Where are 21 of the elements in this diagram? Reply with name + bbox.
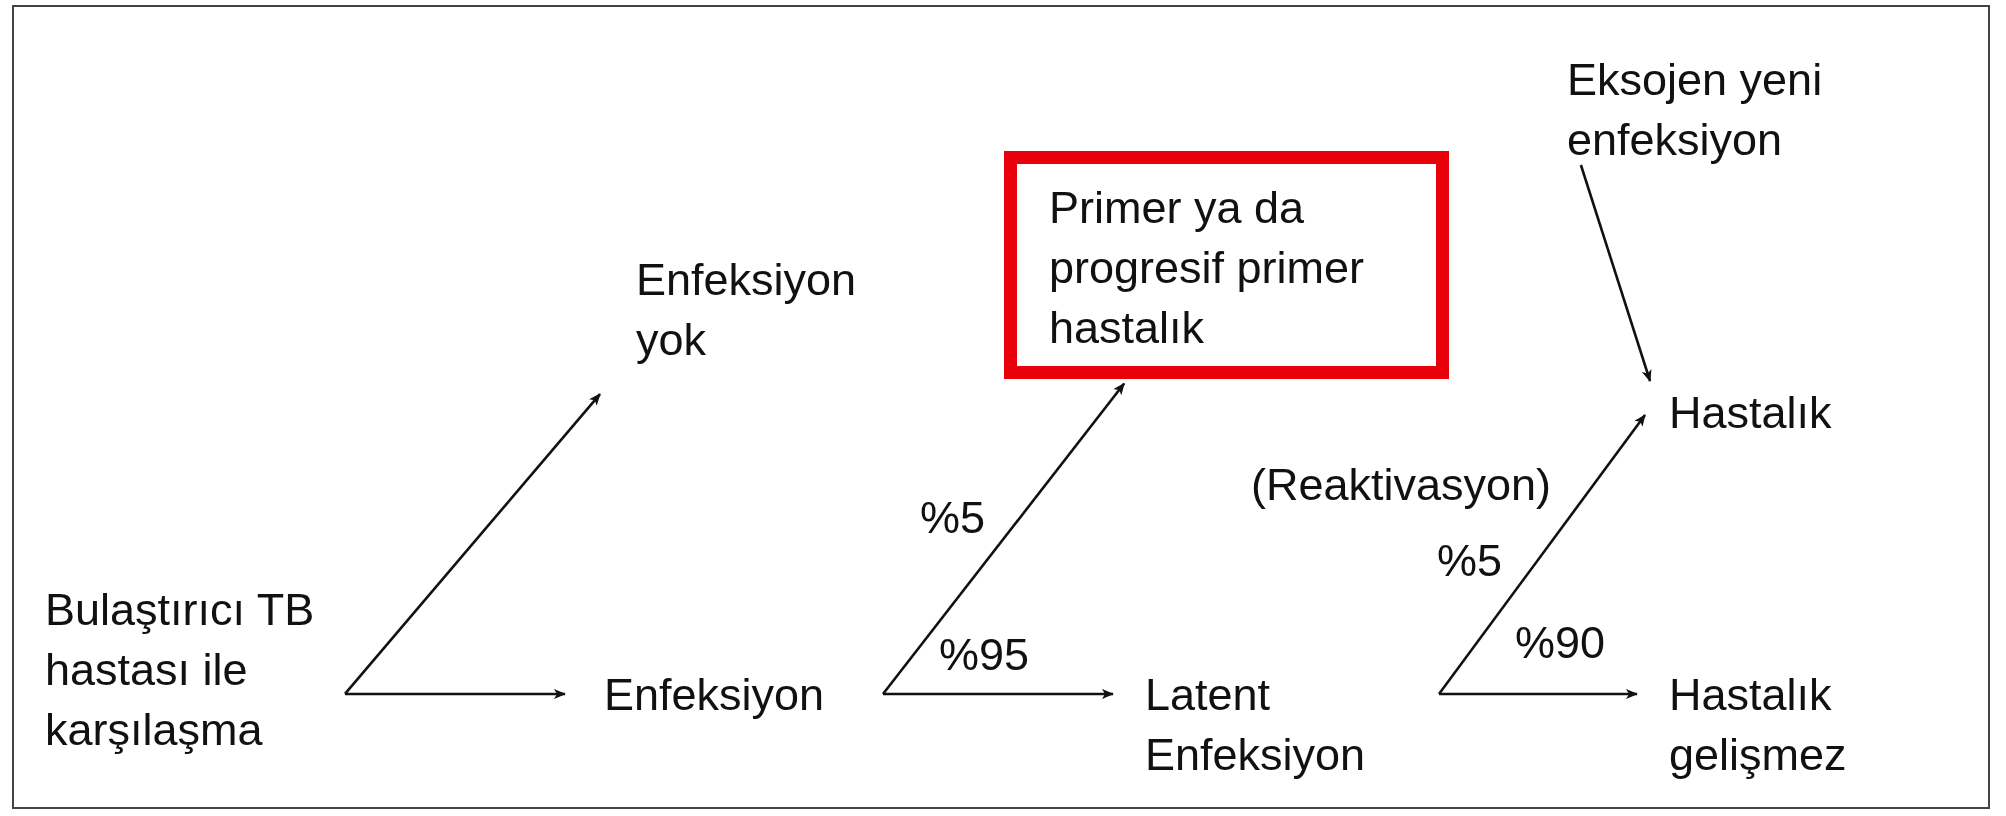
arrow xyxy=(344,393,601,695)
node-label: Hastalık gelişmez xyxy=(1669,668,1848,782)
arrow xyxy=(1439,688,1638,699)
arrow xyxy=(883,688,1114,699)
note-label: (Reaktivasyon) xyxy=(1250,460,1553,510)
edge-label: %95 xyxy=(938,630,1031,680)
node-label: Enfeksiyon yok xyxy=(636,253,858,367)
edge-label: %5 xyxy=(1436,536,1504,586)
edge-label: %90 xyxy=(1514,618,1607,668)
edge-label: %5 xyxy=(919,493,987,543)
node-label: Eksojen yeni enfeksiyon xyxy=(1567,53,1824,167)
arrow xyxy=(1437,414,1647,695)
node-label: Hastalık xyxy=(1669,386,1833,440)
arrow xyxy=(345,689,566,699)
node-label: Enfeksiyon xyxy=(604,668,826,722)
node-label: Latent Enfeksiyon xyxy=(1145,668,1367,782)
arrow xyxy=(881,382,1126,695)
arrow xyxy=(1579,164,1652,382)
node-label: Primer ya da progresif primer hastalık xyxy=(1049,181,1366,355)
node-label: Bulaştırıcı TB hastası ile karşılaşma xyxy=(45,583,316,757)
highlight-box xyxy=(1004,151,1449,379)
